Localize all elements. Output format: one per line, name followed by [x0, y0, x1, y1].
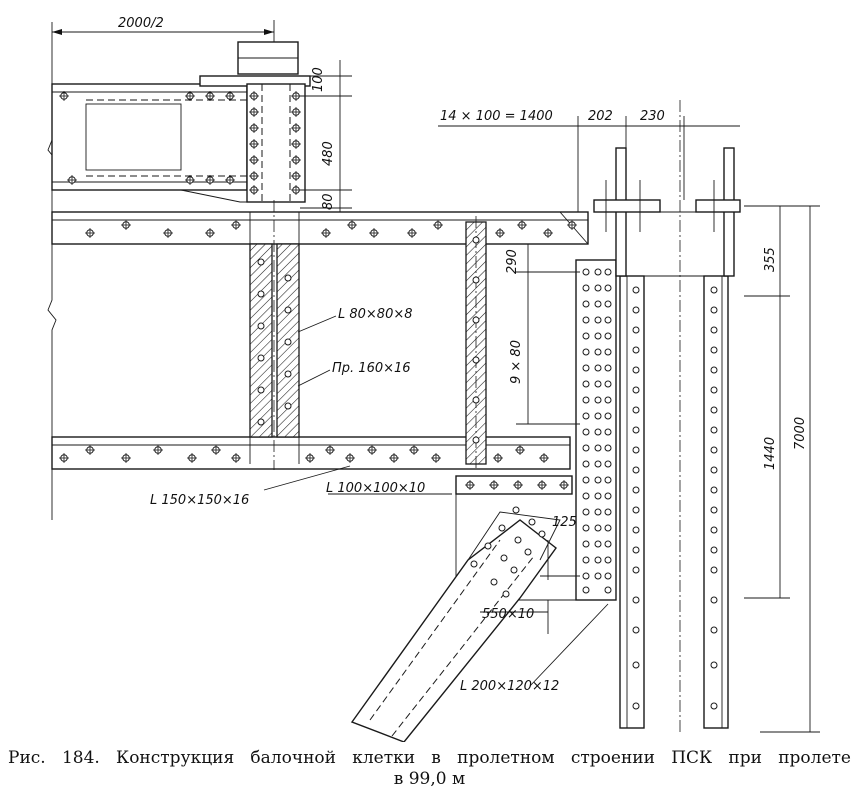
dim-pitch-top: 14 × 100 = 1400: [440, 109, 553, 124]
dim-230: 230: [640, 109, 665, 124]
dim-gusset-vertical: 290 9 × 80: [505, 243, 580, 425]
dim-pitch-vert: 9 × 80: [509, 340, 524, 384]
label-angle-150-text: L 150×150×16: [150, 493, 249, 508]
label-angle-200-text: L 200×120×12: [460, 679, 559, 694]
dim-upper-vertical: 100 480 80: [300, 60, 352, 222]
upper-chord: [51, 211, 589, 245]
label-angle-100: L 100×100×10: [326, 481, 452, 496]
bolts-upper-chord: [85, 220, 577, 238]
label-angle-150: L 150×150×16: [150, 465, 351, 508]
beam-grid-drawing: 2000/2 100 480 80: [47, 16, 820, 742]
figure-caption: Рис. 184. Конструкция балочной клетки в …: [0, 748, 859, 790]
dim-top-right: 14 × 100 = 1400 202 230: [438, 109, 740, 212]
column-centerline: [626, 100, 734, 732]
diagonal-brace: [350, 511, 561, 742]
bolts-lower-chord: [59, 445, 569, 490]
bolts-columns: [632, 286, 718, 710]
middle-stiffener: [465, 216, 487, 470]
label-angle-100-text: L 100×100×10: [326, 481, 425, 496]
dim-right-vertical: 355 1440 7000: [744, 205, 820, 733]
label-plate-550-text: 550×10: [482, 607, 534, 622]
dim-7000: 7000: [793, 417, 808, 450]
label-angle-200: L 200×120×12: [460, 603, 609, 694]
dim-80: 80: [321, 193, 336, 210]
dim-480: 480: [321, 141, 336, 166]
column-left: [593, 147, 661, 729]
bolts-diagonal: [470, 506, 546, 598]
bolts-upper-beam: [59, 91, 301, 195]
column-right: [695, 147, 741, 729]
dim-top-half-span-text: 2000/2: [118, 16, 164, 31]
dim-top-half-span: 2000/2: [52, 16, 275, 48]
label-plate-160: Пр. 160×16: [297, 361, 411, 387]
dim-125-text: 125: [552, 515, 577, 530]
label-plate-550: 550×10: [480, 607, 548, 622]
dim-355: 355: [763, 247, 778, 272]
caption-line-2: в 99,0 м: [393, 769, 466, 789]
dim-100: 100: [311, 67, 326, 92]
dim-290: 290: [505, 249, 520, 274]
dim-125: 125: [540, 515, 580, 634]
caption-line-1: Рис. 184. Конструкция балочной клетки в …: [8, 748, 851, 768]
dim-1440: 1440: [763, 437, 778, 470]
upper-beam: [51, 41, 311, 203]
label-angle-80: L 80×80×8: [297, 307, 413, 333]
label-plate-160-text: Пр. 160×16: [332, 361, 411, 376]
bolts-stiffeners: [257, 236, 480, 444]
dim-202: 202: [588, 109, 613, 124]
label-angle-80-text: L 80×80×8: [338, 307, 413, 322]
bolts-gusset: [582, 268, 612, 594]
